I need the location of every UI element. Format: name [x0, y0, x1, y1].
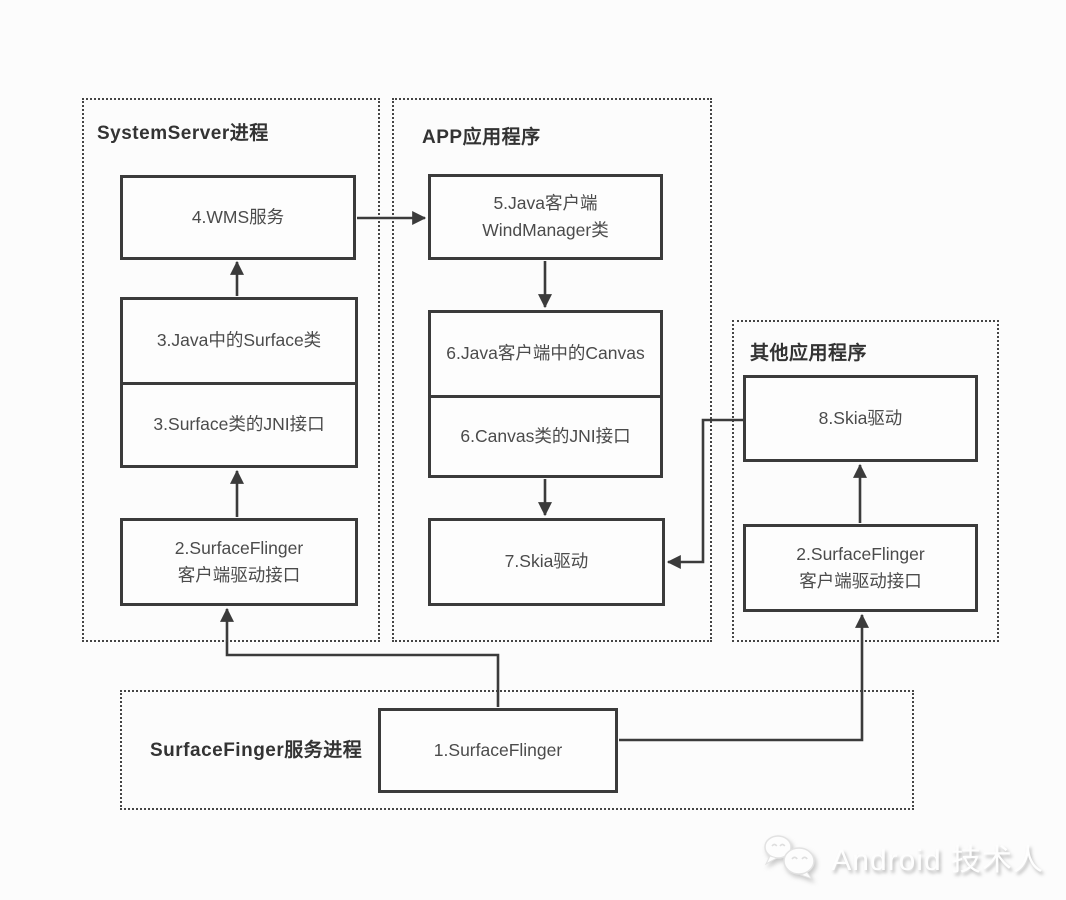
node-skia-8: 8.Skia驱动	[743, 375, 978, 462]
container-surfacefinger: SurfaceFinger服务进程	[120, 690, 914, 810]
container-other-title: 其他应用程序	[750, 343, 868, 364]
node-java-windmanager: 5.Java客户端 WindManager类	[428, 174, 663, 260]
watermark: Android 技术人	[761, 833, 1044, 881]
container-systemserver-title: SystemServer进程	[97, 123, 269, 144]
node-java-canvas: 6.Java客户端中的Canvas	[428, 310, 663, 398]
node-wms: 4.WMS服务	[120, 175, 356, 260]
watermark-text: Android 技术人	[831, 844, 1044, 877]
node-surface-jni: 3.Surface类的JNI接口	[120, 382, 358, 468]
node-surfaceflinger-1: 1.SurfaceFlinger	[378, 708, 618, 793]
node-sf-client-left: 2.SurfaceFlinger 客户端驱动接口	[120, 518, 358, 606]
container-app-title: APP应用程序	[422, 127, 541, 148]
container-surfacefinger-title: SurfaceFinger服务进程	[150, 740, 363, 761]
container-app: APP应用程序	[392, 98, 712, 642]
wechat-logo-icon	[764, 835, 815, 881]
node-canvas-jni: 6.Canvas类的JNI接口	[428, 395, 663, 478]
node-java-surface: 3.Java中的Surface类	[120, 297, 358, 385]
node-skia-7: 7.Skia驱动	[428, 518, 665, 606]
node-sf-client-right: 2.SurfaceFlinger 客户端驱动接口	[743, 524, 978, 612]
